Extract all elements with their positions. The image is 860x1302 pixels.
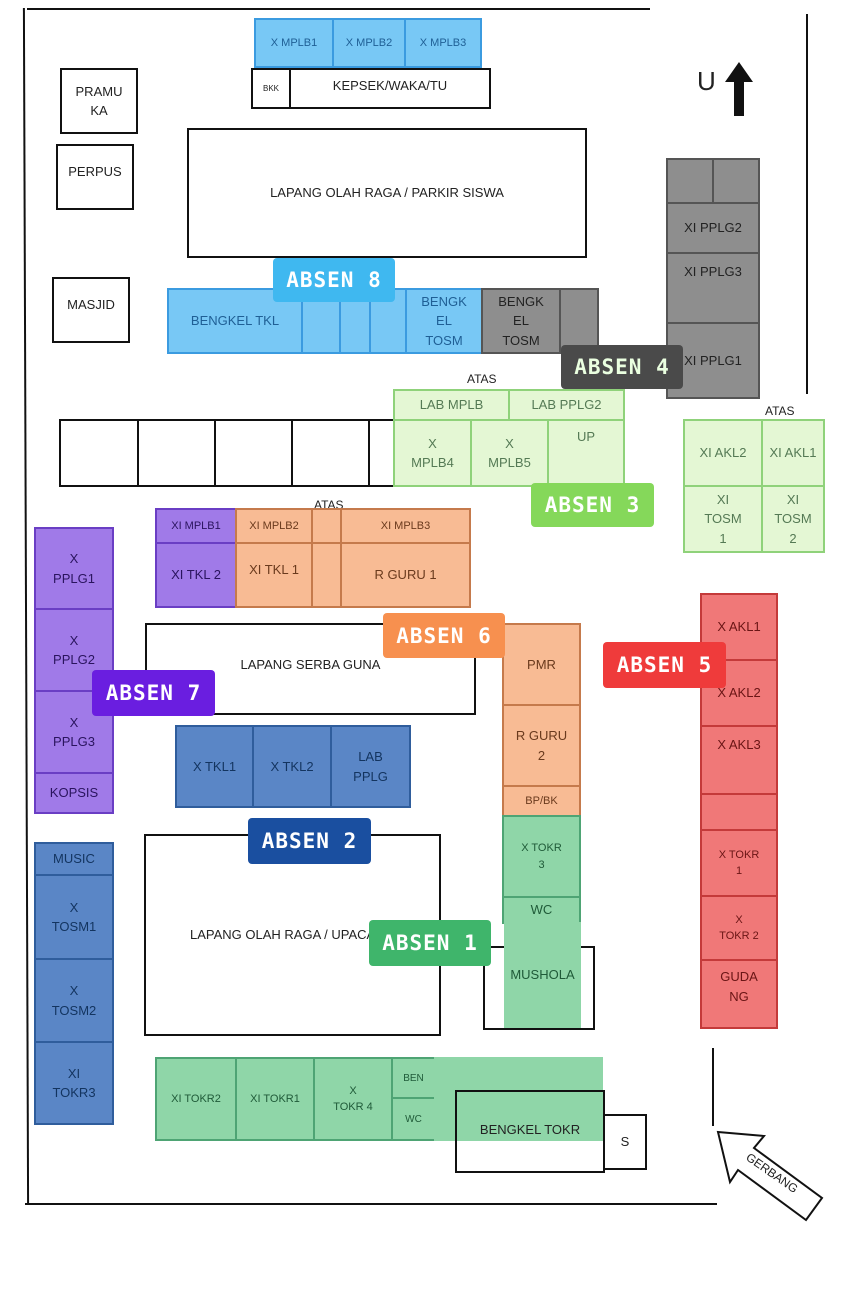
room-up: UP bbox=[547, 419, 625, 487]
room-empty-2 bbox=[137, 419, 216, 487]
room-x-mplb4: X MPLB4 bbox=[393, 419, 472, 487]
room-xi-tokr3: XI TOKR3 bbox=[34, 1041, 114, 1125]
room-bpbk: BP/BK bbox=[502, 785, 581, 817]
room-xi-tkl2: XI TKL 2 bbox=[155, 542, 237, 608]
room-xi-tosm1: XI TOSM 1 bbox=[683, 485, 763, 553]
field-serba-guna: LAPANG SERBA GUNA bbox=[145, 623, 476, 715]
room-xi-mplb1: XI MPLB1 bbox=[155, 508, 237, 544]
room-x-tkl1: X TKL1 bbox=[175, 725, 254, 808]
boundary-bottom bbox=[25, 1203, 717, 1205]
room-bengkel-tosm-1: BENGK EL TOSM bbox=[405, 288, 483, 354]
boundary-right-lower bbox=[712, 1048, 714, 1126]
room-xi-tokr1: XI TOKR1 bbox=[235, 1057, 315, 1141]
room-wc-2: WC bbox=[391, 1097, 436, 1141]
absen-8-marker: ABSEN 8 bbox=[273, 258, 395, 302]
room-gudang: GUDA NG bbox=[700, 959, 778, 1029]
gate-arrow: GERBANG bbox=[712, 1128, 832, 1228]
room-x-tokr3: X TOKR 3 bbox=[502, 815, 581, 898]
room-lab-pplg: LAB PPLG bbox=[330, 725, 411, 808]
room-gray-top-a bbox=[666, 158, 714, 204]
room-gray-small bbox=[559, 288, 599, 354]
absen-2-marker: ABSEN 2 bbox=[248, 818, 371, 864]
north-label: U bbox=[697, 66, 716, 96]
absen-3-marker: ABSEN 3 bbox=[531, 483, 654, 527]
room-red-empty bbox=[700, 793, 778, 831]
room-xi-tosm2: XI TOSM 2 bbox=[761, 485, 825, 553]
room-xi-akl1: XI AKL1 bbox=[761, 419, 825, 487]
room-kepsek: KEPSEK/WAKA/TU bbox=[289, 68, 491, 109]
absen-5-marker: ABSEN 5 bbox=[603, 642, 726, 688]
room-x-pplg1: X PPLG1 bbox=[34, 527, 114, 610]
room-x-mplb2: X MPLB2 bbox=[332, 18, 406, 68]
room-green-fill bbox=[434, 1057, 603, 1141]
room-x-mplb1: X MPLB1 bbox=[254, 18, 334, 68]
room-perpus: PERPUS bbox=[56, 144, 134, 210]
room-x-tosm1: X TOSM1 bbox=[34, 874, 114, 960]
room-ben: BEN bbox=[391, 1057, 436, 1099]
room-x-tkl2: X TKL2 bbox=[252, 725, 332, 808]
room-x-mplb5: X MPLB5 bbox=[470, 419, 549, 487]
room-empty-4 bbox=[291, 419, 370, 487]
room-x-mplb3: X MPLB3 bbox=[404, 18, 482, 68]
north-indicator: U bbox=[697, 60, 757, 120]
room-kopsis: KOPSIS bbox=[34, 772, 114, 814]
absen-7-marker: ABSEN 7 bbox=[92, 670, 215, 716]
room-s: S bbox=[603, 1114, 647, 1170]
absen-4-marker: ABSEN 4 bbox=[561, 345, 683, 389]
boundary-left bbox=[22, 8, 30, 1205]
atas-label-2: ATAS bbox=[765, 404, 795, 418]
boundary-right-upper bbox=[806, 14, 808, 394]
room-wc-1: WC bbox=[502, 896, 581, 924]
room-r-guru1: R GURU 1 bbox=[340, 542, 471, 608]
room-empty-3 bbox=[214, 419, 293, 487]
room-xi-mplb2: XI MPLB2 bbox=[235, 508, 313, 544]
room-lab-pplg2: LAB PPLG2 bbox=[508, 389, 625, 421]
room-music: MUSIC bbox=[34, 842, 114, 876]
room-bengkel-tokr: BENGKEL TOKR bbox=[455, 1090, 605, 1173]
room-gray-top-b bbox=[712, 158, 760, 204]
north-arrow-icon bbox=[725, 62, 753, 116]
field-parkir: LAPANG OLAH RAGA / PARKIR SISWA bbox=[187, 128, 587, 258]
room-bkk: BKK bbox=[251, 68, 291, 109]
room-r-guru2: R GURU 2 bbox=[502, 704, 581, 787]
room-x-akl3: X AKL3 bbox=[700, 725, 778, 795]
room-x-tokr1: X TOKR 1 bbox=[700, 829, 778, 897]
room-xi-tkl1: XI TKL 1 bbox=[235, 542, 313, 608]
room-xi-pplg2: XI PPLG2 bbox=[666, 202, 760, 254]
boundary-top bbox=[27, 8, 650, 10]
room-xi-pplg3: XI PPLG3 bbox=[666, 252, 760, 324]
room-pmr: PMR bbox=[502, 623, 581, 706]
gate-arrow-icon bbox=[716, 1130, 824, 1222]
room-orange-narrow-a bbox=[311, 508, 342, 544]
absen-6-marker: ABSEN 6 bbox=[383, 613, 505, 658]
room-pramuka: PRAMU KA bbox=[60, 68, 138, 134]
room-mushola: MUSHOLA bbox=[504, 922, 581, 1028]
room-xi-mplb3: XI MPLB3 bbox=[340, 508, 471, 544]
atas-label-1: ATAS bbox=[467, 372, 497, 386]
room-bengkel-tosm-2: BENGK EL TOSM bbox=[481, 288, 561, 354]
room-xi-akl2: XI AKL2 bbox=[683, 419, 763, 487]
room-xi-tokr2: XI TOKR2 bbox=[155, 1057, 237, 1141]
room-empty-5 bbox=[368, 419, 395, 487]
room-lab-mplb: LAB MPLB bbox=[393, 389, 510, 421]
room-empty-1 bbox=[59, 419, 139, 487]
room-orange-narrow-b bbox=[311, 542, 342, 608]
room-x-tosm2: X TOSM2 bbox=[34, 958, 114, 1043]
room-masjid: MASJID bbox=[52, 277, 130, 343]
room-x-tokr2: X TOKR 2 bbox=[700, 895, 778, 961]
absen-1-marker: ABSEN 1 bbox=[369, 920, 491, 966]
room-x-tokr4: X TOKR 4 bbox=[313, 1057, 393, 1141]
